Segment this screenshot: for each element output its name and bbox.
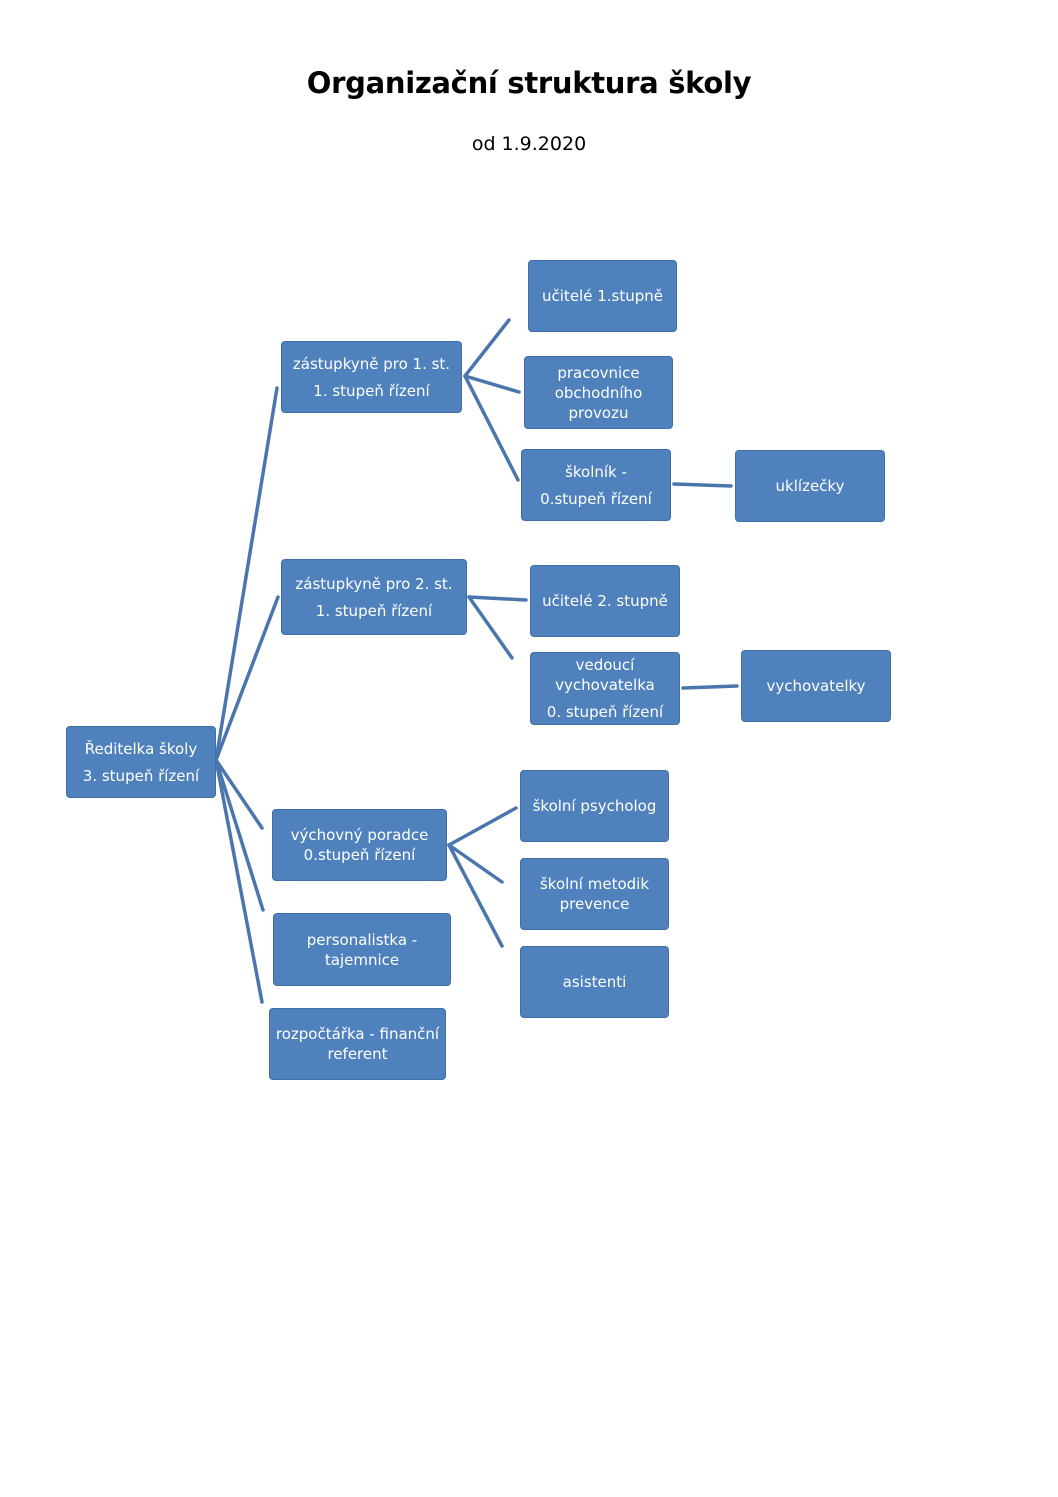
connector-deputy1-office xyxy=(463,374,521,394)
page-title: Organizační struktura školy xyxy=(306,66,752,100)
node-head-educator-name: vedoucí vychovatelka xyxy=(555,656,655,694)
node-prevention: školní metodik prevence xyxy=(520,858,669,930)
node-counselor-label: výchovný poradce 0.stupeň řízení xyxy=(290,826,429,864)
node-hr-label: personalistka - tajemnice xyxy=(306,930,418,969)
connector-head-educator-educators xyxy=(681,684,739,690)
node-teachers1-label: učitelé 1.stupně xyxy=(542,287,663,305)
connector-director-deputy1 xyxy=(214,386,279,762)
node-cleaners-label: uklízečky xyxy=(775,477,845,495)
connector-director-counselor xyxy=(214,758,264,830)
node-counselor: výchovný poradce 0.stupeň řízení xyxy=(272,809,447,881)
node-assistants-label: asistenti xyxy=(562,973,627,991)
node-office-staff: pracovnice obchodního provozu xyxy=(524,356,673,429)
node-director-level: 3. stupeň řízení xyxy=(82,766,200,785)
node-cleaners: uklízečky xyxy=(735,450,885,522)
node-teachers2-label: učitelé 2. stupně xyxy=(542,592,668,610)
node-janitor-name: školník - xyxy=(565,462,627,481)
node-psychologist-label: školní psycholog xyxy=(532,797,657,815)
connector-director-finance xyxy=(214,758,264,1004)
connector-deputy2-head-educator xyxy=(467,595,514,660)
node-deputy1-name: zástupkyně pro 1. st. xyxy=(292,354,451,373)
connector-director-hr xyxy=(214,758,265,912)
node-deputy1: zástupkyně pro 1. st. 1. stupeň řízení xyxy=(281,341,462,413)
node-head-educator: vedoucí vychovatelka 0. stupeň řízení xyxy=(530,652,680,725)
connector-deputy1-teachers1 xyxy=(463,318,511,378)
page-subtitle: od 1.9.2020 xyxy=(471,133,587,155)
node-deputy1-level: 1. stupeň řízení xyxy=(313,381,430,400)
connector-counselor-assistants xyxy=(447,843,504,948)
node-assistants: asistenti xyxy=(520,946,669,1018)
node-educators-label: vychovatelky xyxy=(766,677,866,695)
connector-deputy2-teachers2 xyxy=(467,595,528,602)
connector-counselor-psychologist xyxy=(447,806,518,847)
node-deputy2-level: 1. stupeň řízení xyxy=(315,601,433,620)
connector-deputy1-janitor xyxy=(463,374,520,482)
node-janitor-level: 0.stupeň řízení xyxy=(540,489,652,508)
node-hr: personalistka - tajemnice xyxy=(273,913,451,986)
node-head-educator-level: 0. stupeň řízení xyxy=(546,703,664,721)
node-janitor: školník - 0.stupeň řízení xyxy=(521,449,671,521)
node-teachers2: učitelé 2. stupně xyxy=(530,565,680,637)
node-finance: rozpočtářka - finanční referent xyxy=(269,1008,446,1080)
node-director-name: Ředitelka školy xyxy=(84,739,198,758)
connector-counselor-prevention xyxy=(447,843,504,884)
connector-director-deputy2 xyxy=(214,595,280,762)
node-deputy2: zástupkyně pro 2. st. 1. stupeň řízení xyxy=(281,559,467,635)
node-teachers1: učitelé 1.stupně xyxy=(528,260,677,332)
node-finance-label: rozpočtářka - finanční referent xyxy=(275,1025,440,1063)
connector-janitor-cleaners xyxy=(672,482,733,488)
node-psychologist: školní psycholog xyxy=(520,770,669,842)
node-prevention-label: školní metodik prevence xyxy=(539,875,650,913)
node-director: Ředitelka školy 3. stupeň řízení xyxy=(66,726,216,798)
node-office-staff-label: pracovnice obchodního provozu xyxy=(554,363,643,422)
node-deputy2-name: zástupkyně pro 2. st. xyxy=(295,574,453,593)
node-educators: vychovatelky xyxy=(741,650,891,722)
